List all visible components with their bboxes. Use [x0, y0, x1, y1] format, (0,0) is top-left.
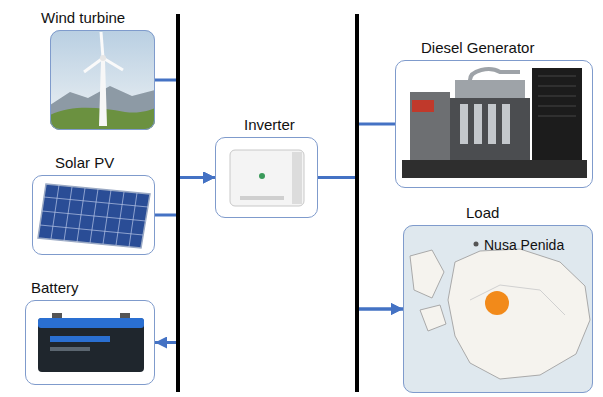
box-heading: Load: [466, 204, 499, 222]
power-flow-arrow: [318, 178, 403, 310]
box-heading: Solar PV: [55, 154, 114, 172]
inverter-picture: [230, 150, 304, 206]
map-place-name: Nusa Penida: [484, 237, 564, 253]
diesel-generator-picture: [402, 68, 587, 178]
power-flow-arrow: [155, 178, 215, 343]
wind-turbine-picture: [50, 30, 155, 130]
wind-turbine-box: Wind turbine: [50, 30, 155, 130]
diesel-generator-box: Diesel Generator: [395, 60, 593, 188]
box-heading: Battery: [31, 279, 79, 297]
bus-bar: [176, 14, 180, 392]
map-picture: [403, 225, 593, 393]
box-heading: Wind turbine: [41, 9, 125, 27]
solar-pv-box: Solar PV: [32, 175, 155, 255]
solar-panel-picture: [38, 184, 150, 248]
box-heading: Inverter: [244, 116, 295, 134]
bus-bar: [355, 14, 359, 392]
load-box: LoadNusa Penida: [403, 225, 593, 393]
box-heading: Diesel Generator: [421, 39, 534, 57]
battery-box: Battery: [25, 300, 155, 385]
power-flow-arrow: [155, 178, 215, 216]
battery-picture: [38, 313, 144, 372]
inverter-box: Inverter: [215, 137, 318, 218]
power-flow-arrow: [155, 80, 215, 178]
power-flow-arrow: [357, 124, 403, 309]
